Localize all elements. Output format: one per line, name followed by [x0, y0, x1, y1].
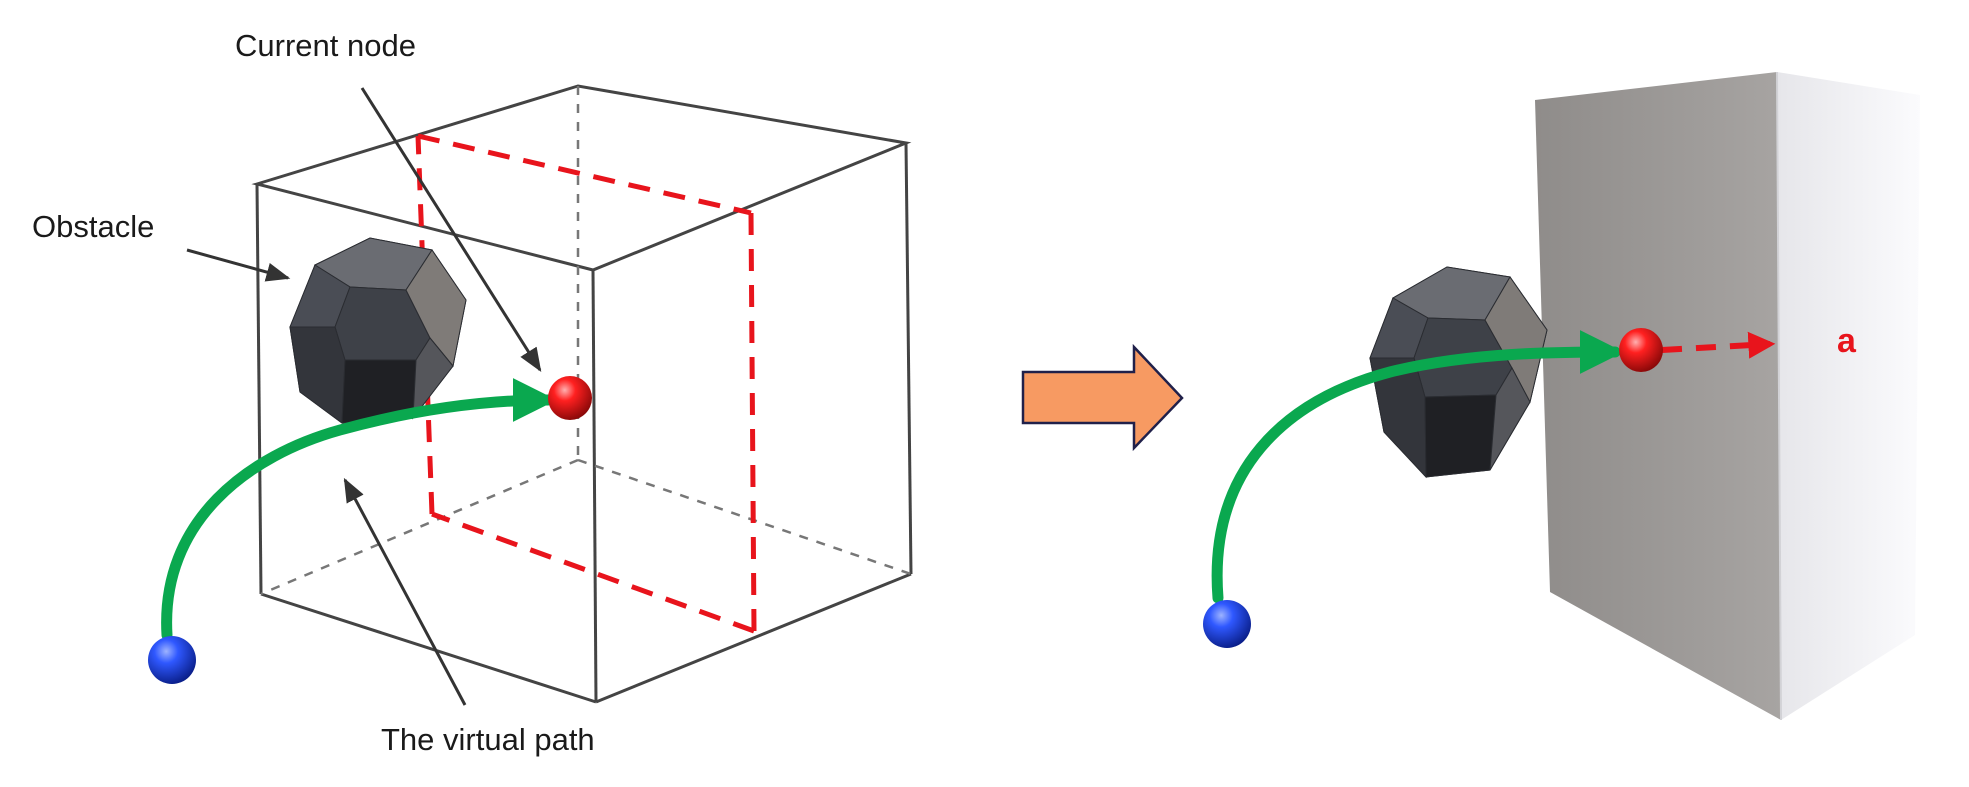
start-node-left-sphere-icon: [148, 636, 196, 684]
current-node-label: Current node: [235, 28, 416, 63]
direction-label: a: [1837, 322, 1857, 360]
start-node-right-sphere-icon: [1203, 600, 1251, 648]
wall: [1535, 71, 1920, 721]
obstacle-right-polyhedron-icon: [1369, 266, 1548, 479]
direction-arrow: [1661, 331, 1776, 359]
virtual-path-label: The virtual path: [381, 722, 595, 757]
right-scene: a: [1203, 71, 1920, 721]
bounding-cube: [251, 84, 913, 704]
obstacle-left-polyhedron-icon: [289, 237, 467, 424]
left-scene: Current node Obstacle The virtual path: [32, 28, 913, 757]
obstacle-label: Obstacle: [32, 209, 154, 244]
virtual-path-pointer: [343, 477, 467, 706]
current-node-right-sphere-icon: [1619, 328, 1663, 372]
current-node-pointer: [360, 87, 542, 373]
path-right: [1211, 330, 1624, 604]
current-node-left-sphere-icon: [548, 376, 592, 420]
obstacle-pointer: [186, 248, 291, 282]
path-left: [161, 378, 557, 641]
transition-right-arrow-icon: [1021, 343, 1184, 452]
